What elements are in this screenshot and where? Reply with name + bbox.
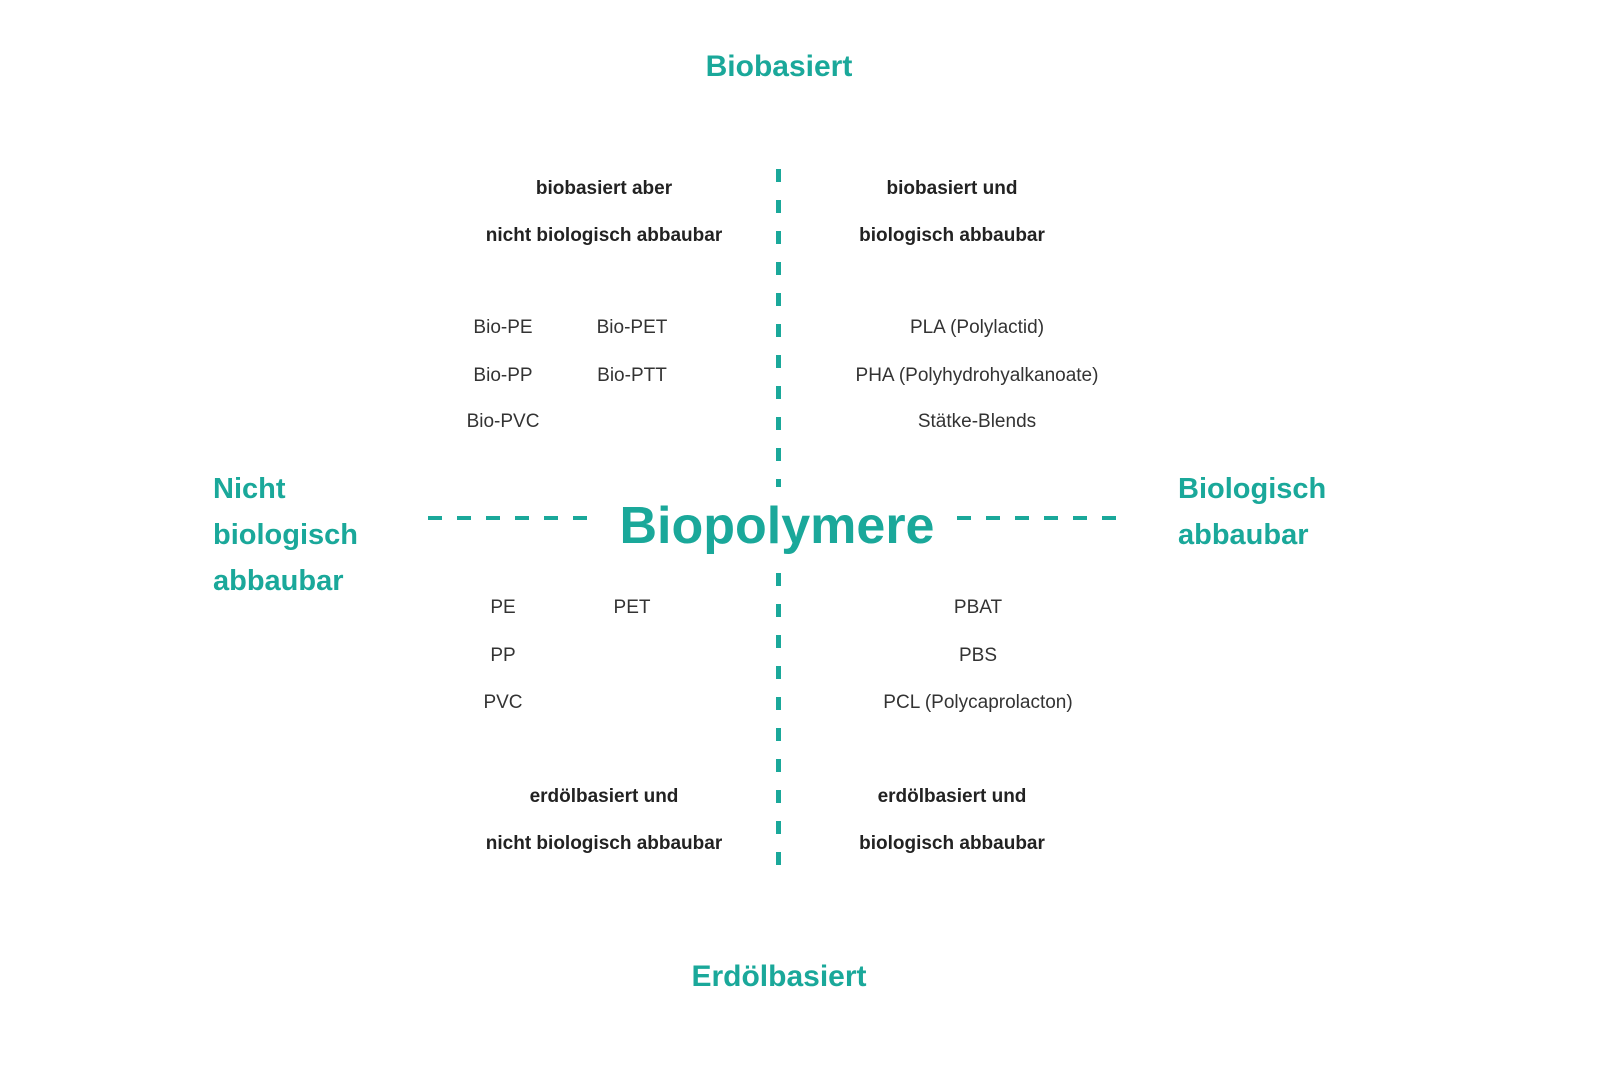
list-item: PBAT (953, 597, 1003, 618)
heading-line: erdölbasiert und (529, 786, 679, 807)
axis-label-right: Biologisch abbaubar (1178, 466, 1326, 558)
quadrant-heading-top-left: biobasiert aber nicht biologisch abbauba… (486, 165, 722, 259)
axis-label-right-line: Biologisch (1178, 473, 1327, 505)
heading-line: biologisch abbaubar (859, 833, 1045, 854)
horizontal-axis-left-dashes (428, 516, 602, 520)
axis-label-left-line: abbaubar (213, 565, 344, 597)
center-title: Biopolymere (619, 497, 935, 555)
axis-label-top: Biobasiert (705, 50, 853, 83)
vertical-axis-bottom-dashes (776, 573, 781, 869)
quadrant-heading-bottom-left: erdölbasiert und nicht biologisch abbaub… (486, 773, 722, 867)
list-item: PCL (Polycaprolacton) (883, 692, 1073, 713)
list-item: PVC (483, 692, 523, 713)
heading-line: erdölbasiert und (877, 786, 1027, 807)
axis-label-left-line: Nicht (213, 473, 286, 505)
list-item: Bio-PTT (597, 365, 667, 386)
quadrant-heading-bottom-right: erdölbasiert und biologisch abbaubar (859, 773, 1045, 867)
list-item: PLA (Polylactid) (909, 317, 1045, 338)
list-item: PET (613, 597, 651, 618)
list-item: PE (490, 597, 516, 618)
horizontal-axis-right-dashes (957, 516, 1131, 520)
heading-line: biobasiert aber (535, 178, 673, 199)
axis-label-left: Nicht biologisch abbaubar (213, 466, 358, 604)
axis-label-left-line: biologisch (213, 519, 358, 551)
list-item: Bio-PVC (466, 411, 540, 432)
list-item: Bio-PE (473, 317, 533, 338)
list-item: Bio-PP (473, 365, 533, 386)
list-item: Bio-PET (596, 317, 668, 338)
list-item: PHA (Polyhydrohyalkanoate) (855, 365, 1099, 386)
list-item: PP (490, 645, 516, 666)
heading-line: biobasiert und (886, 178, 1018, 199)
axis-label-bottom: Erdölbasiert (691, 960, 867, 993)
list-item: Stätke-Blends (917, 411, 1037, 432)
heading-line: nicht biologisch abbaubar (485, 225, 723, 246)
quadrant-heading-top-right: biobasiert und biologisch abbaubar (859, 165, 1045, 259)
list-item: PBS (958, 645, 998, 666)
heading-line: biologisch abbaubar (859, 225, 1045, 246)
axis-label-right-line: abbaubar (1178, 519, 1309, 551)
vertical-axis-top-dashes (776, 169, 781, 487)
heading-line: nicht biologisch abbaubar (485, 833, 723, 854)
